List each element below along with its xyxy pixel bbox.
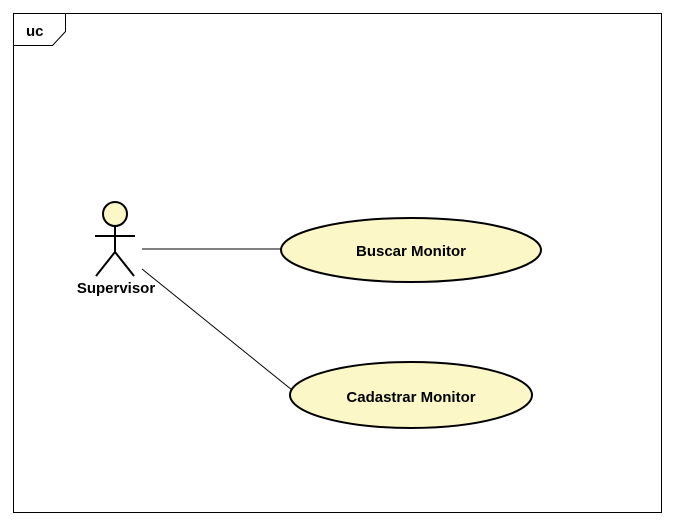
actor-left-leg	[95, 251, 116, 277]
actor-label: Supervisor	[77, 280, 156, 297]
frame-tab	[13, 13, 66, 46]
use-case-ellipse	[280, 217, 542, 283]
actor-right-leg	[114, 251, 135, 277]
associations	[141, 248, 293, 391]
use-case-ellipse	[289, 361, 533, 429]
use-case-buscar-monitor[interactable]: Buscar Monitor	[280, 217, 542, 283]
use-case-cadastrar-monitor[interactable]: Cadastrar Monitor	[289, 361, 533, 429]
actor-supervisor[interactable]: Supervisor	[77, 201, 156, 297]
use-case-label: Cadastrar Monitor	[346, 389, 475, 406]
actor-head	[102, 201, 128, 227]
use-case-label: Buscar Monitor	[356, 243, 466, 260]
frame-label: uc	[26, 23, 44, 40]
association-supervisor-cadastrar	[141, 268, 293, 391]
